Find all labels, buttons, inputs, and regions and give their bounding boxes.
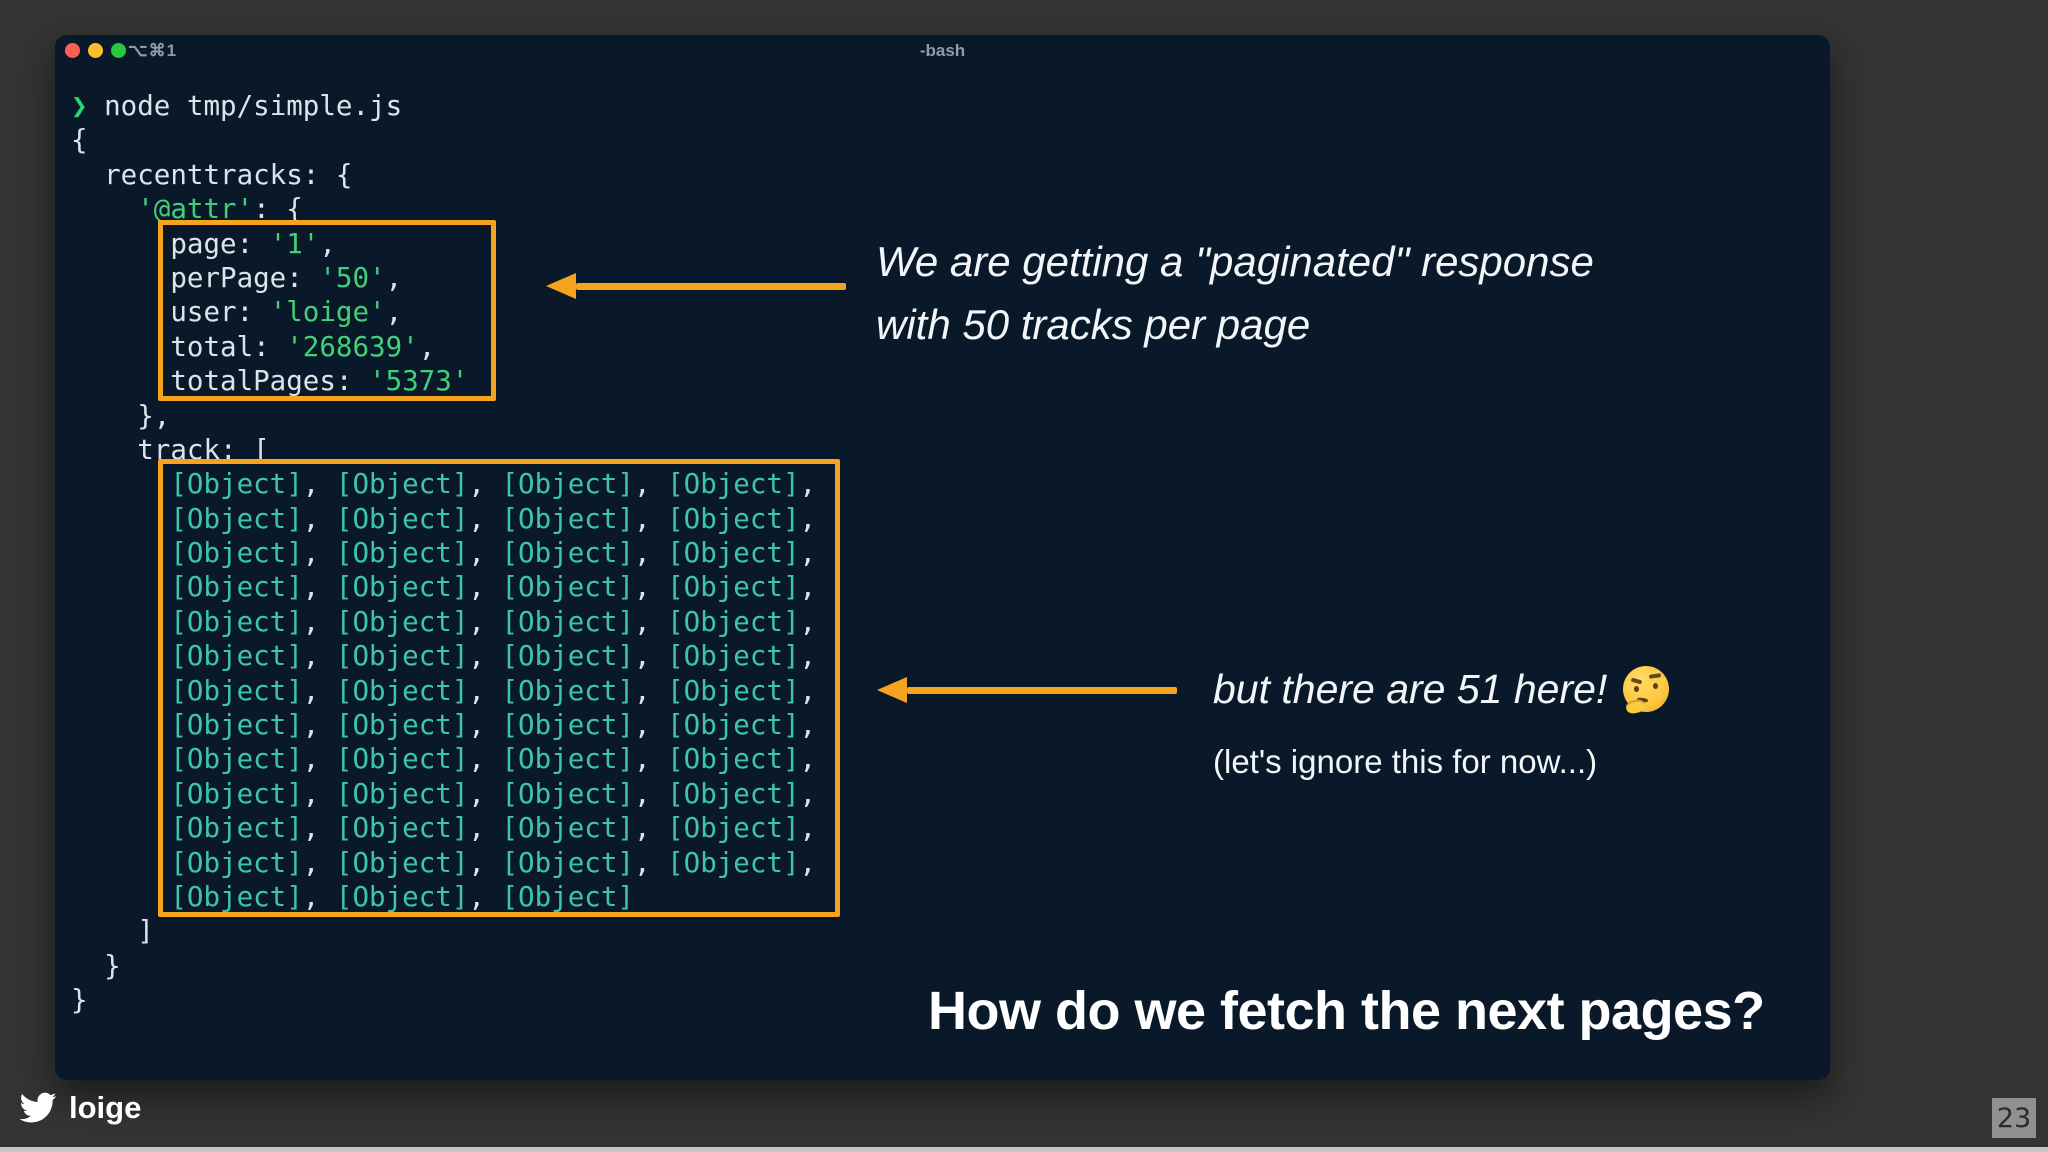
terminal-titlebar: ⌥⌘1 -bash [55,35,1830,83]
arrow-to-track-box-icon [877,677,1177,703]
thinking-face-emoji [1623,666,1670,716]
code-line: [Object], [Object], [Object], [Object], [170,502,817,535]
twitter-handle-text: loige [69,1090,142,1125]
arrow-shaft [576,282,846,290]
annotation-paginated-line1: We are getting a "paginated" response [876,238,1594,285]
slide-heading: How do we fetch the next pages? [928,981,1765,1041]
code-line: ] [71,915,154,948]
code-line: ❯ node tmp/simple.js [71,90,403,122]
zoom-button[interactable] [111,43,126,58]
code-line: [Object], [Object], [Object], [Object], [170,537,817,570]
arrow-head-icon [546,273,576,299]
code-line: user: 'loige', [71,296,403,329]
window-title: -bash [919,41,966,60]
code-line: [Object], [Object], [Object], [Object], [170,674,817,707]
code-line: [Object], [Object], [Object], [Object], [170,812,817,845]
code-line: [Object], [Object], [Object], [Object], [170,571,817,604]
code-line: [Object], [Object], [Object], [Object], [170,777,817,810]
arrow-shaft [907,686,1177,694]
code-line: [Object], [Object], [Object], [Object], [170,709,817,742]
code-line: page: '1', [71,227,336,260]
code-line: } [71,984,88,1017]
code-line: { [71,124,88,157]
code-line: [Object], [Object], [Object] [170,880,634,913]
code-line: total: '268639', [71,330,436,363]
tab-shortcut-label: ⌥⌘1 [128,41,178,60]
code-line: perPage: '50', [71,261,403,294]
annotation-track-count-text: but there are 51 here! [1213,666,1608,712]
arrow-head-icon [877,677,907,703]
code-line: [Object], [Object], [Object], [Object], [170,468,817,501]
page-number-badge: 23 [1992,1098,2036,1138]
code-line: track: [ [71,433,270,466]
annotation-ignore-note: (let's ignore this for now...) [1213,743,1598,780]
code-line: }, [71,399,171,432]
minimize-button[interactable] [88,43,103,58]
terminal-window: ⌥⌘1 -bash ❯ node tmp/simple.js{ recenttr… [55,35,1830,1080]
annotation-paginated-line2: with 50 tracks per page [876,301,1311,348]
code-line: totalPages: '5373' [71,365,469,398]
slide-edge-strip [0,1147,2048,1152]
annotation-track-count: but there are 51 here! [1213,664,1670,716]
terminal-output: ❯ node tmp/simple.js{ recenttracks: { '@… [71,89,816,1018]
code-line: recenttracks: { [71,158,353,191]
code-line: } [71,949,121,982]
code-line: '@attr': { [137,193,303,226]
code-line: [Object], [Object], [Object], [Object], [170,605,817,638]
code-line: [Object], [Object], [Object], [Object], [170,846,817,879]
arrow-to-attr-box-icon [546,273,846,299]
traffic-lights [65,43,126,58]
twitter-handle-link[interactable]: loige [18,1088,141,1128]
code-line: [Object], [Object], [Object], [Object], [170,743,817,776]
code-line: [Object], [Object], [Object], [Object], [170,640,817,673]
annotation-paginated: We are getting a "paginated" response wi… [876,230,1594,356]
close-button[interactable] [65,43,80,58]
twitter-bird-icon [19,1092,57,1123]
